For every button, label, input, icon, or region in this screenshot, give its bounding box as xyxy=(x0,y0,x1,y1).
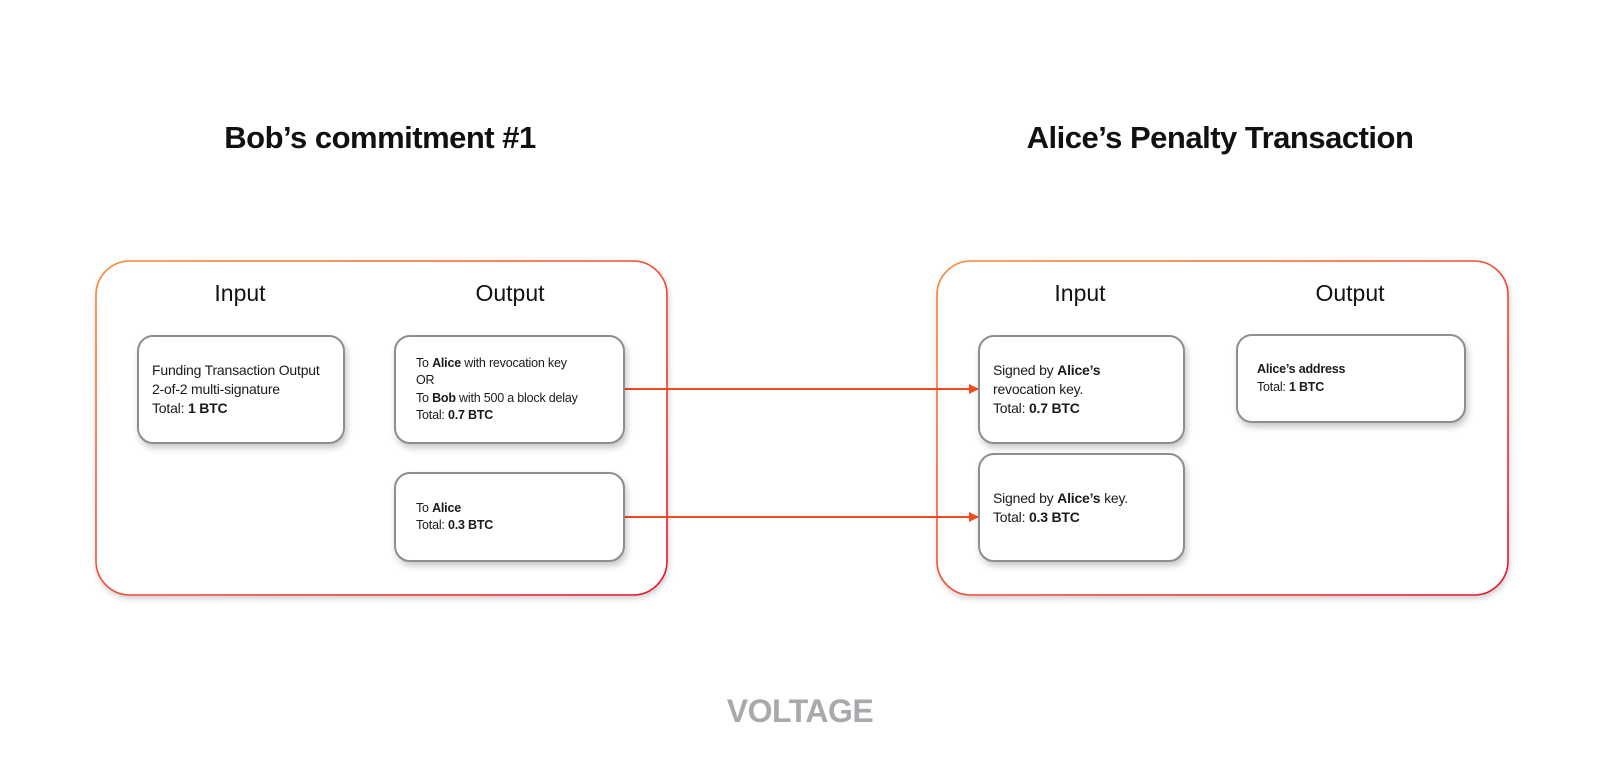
bob-commitment-title: Bob’s commitment #1 xyxy=(224,120,536,155)
bob-output-heading: Output xyxy=(475,280,545,306)
alice-penalty-title: Alice’s Penalty Transaction xyxy=(1026,120,1414,155)
bob-input-heading: Input xyxy=(214,280,266,306)
address-total: Total: 1 BTC xyxy=(1257,379,1325,394)
revocable-output-box: To Alice with revocation key OR To Bob w… xyxy=(394,335,625,444)
revocation-line-2: revocation key. xyxy=(993,381,1084,397)
alice-output-total: Total: 0.3 BTC xyxy=(416,518,494,532)
revocation-total: Total: 0.7 BTC xyxy=(993,400,1080,416)
key-total: Total: 0.3 BTC xyxy=(993,508,1080,525)
voltage-logo-icon: VOLTAGE xyxy=(727,693,874,729)
address-line-1: Alice’s address xyxy=(1257,362,1346,376)
revocable-line-or: OR xyxy=(416,373,435,387)
revocation-line-1: Signed by Alice’s xyxy=(993,362,1101,378)
funding-output-box: Funding Transaction Output 2-of-2 multi-… xyxy=(137,335,345,444)
revocable-total: Total: 0.7 BTC xyxy=(416,408,494,422)
alice-output-line-1: To Alice xyxy=(416,500,461,515)
alice-address-box: Alice’s address Total: 1 BTC xyxy=(1236,334,1466,423)
voltage-logo-text: VOLTAGE xyxy=(727,693,874,729)
revocable-line-3: To Bob with 500 a block delay xyxy=(416,390,578,405)
funding-line-2: 2-of-2 multi-signature xyxy=(152,381,280,397)
key-input-box: Signed by Alice’s key. Total: 0.3 BTC xyxy=(978,453,1185,562)
key-line-1: Signed by Alice’s key. xyxy=(993,489,1128,506)
revocable-line-1: To Alice with revocation key xyxy=(416,355,567,370)
alice-output-box: To Alice Total: 0.3 BTC xyxy=(394,472,625,562)
penalty-input-heading: Input xyxy=(1054,280,1106,306)
penalty-output-heading: Output xyxy=(1315,280,1385,306)
revocation-input-box: Signed by Alice’s revocation key. Total:… xyxy=(978,335,1185,444)
funding-total: Total: 1 BTC xyxy=(152,400,228,416)
funding-line-1: Funding Transaction Output xyxy=(152,362,320,378)
